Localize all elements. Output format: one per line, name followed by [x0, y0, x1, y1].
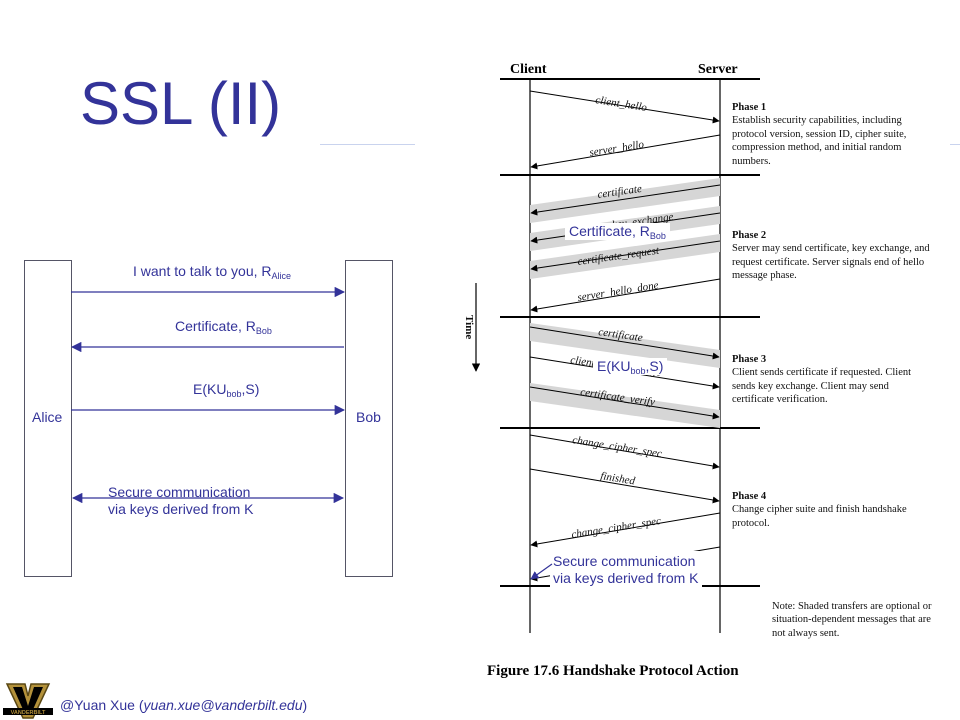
title-divider	[320, 144, 415, 145]
footer-email[interactable]: yuan.xue@vanderbilt.edu	[143, 697, 303, 713]
title-divider-end	[950, 144, 960, 145]
figure-note: Note: Shaded transfers are optional or s…	[772, 601, 932, 639]
alice-lifeline	[24, 260, 72, 577]
overlay-eku: E(KUbob,S)	[593, 358, 668, 376]
msg-hello: I want to talk to you, RAlice	[133, 263, 292, 281]
left-arrows	[70, 286, 346, 504]
server-header: Server	[698, 62, 738, 77]
client-header: Client	[510, 62, 547, 77]
fig-msg-finished-1: finished	[600, 470, 637, 487]
msg-certificate: Certificate, RBob	[175, 318, 272, 336]
overlay-secure: Secure communication via keys derived fr…	[550, 551, 702, 589]
left-diagram: Alice Bob I want to talk to you, RAlice …	[0, 0, 460, 600]
vanderbilt-logo: VANDERBILT	[3, 683, 53, 719]
figure-caption: Figure 17.6 Handshake Protocol Action	[487, 663, 739, 679]
bob-lifeline	[345, 260, 393, 577]
bob-label: Bob	[356, 409, 381, 425]
handshake-figure: client_hello server_hello certificate se…	[430, 55, 960, 695]
msg-eku: E(KUbob,S)	[193, 381, 260, 399]
handshake-diagram: client_hello server_hello certificate se…	[463, 78, 760, 633]
fig-time-label: Time	[463, 315, 475, 339]
footer-credit: @Yuan Xue (yuan.xue@vanderbilt.edu)	[60, 697, 308, 713]
alice-label: Alice	[32, 409, 63, 425]
overlay-secure-arrow	[530, 563, 553, 580]
slide-title: SSL (II)	[80, 70, 282, 137]
msg-secure: Secure communication via keys derived fr…	[108, 484, 254, 517]
overlay-certificate: Certificate, RBob	[565, 223, 670, 241]
svg-text:VANDERBILT: VANDERBILT	[11, 710, 46, 716]
